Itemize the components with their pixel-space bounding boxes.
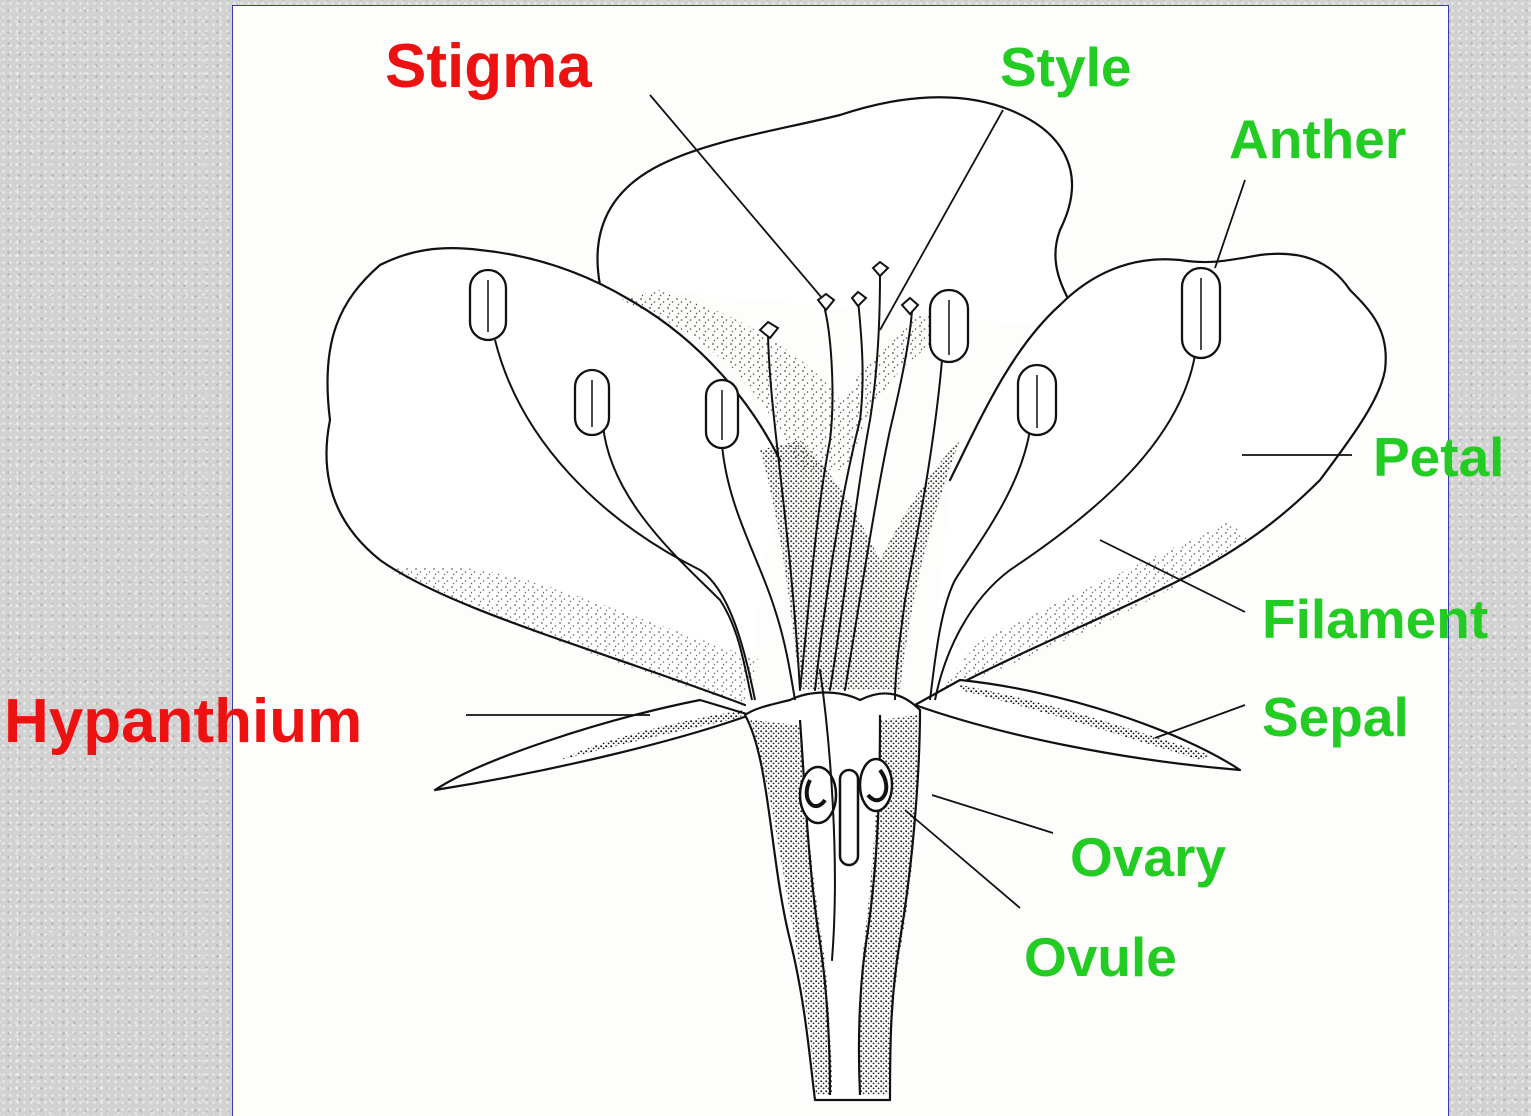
leader-ovary [932, 795, 1053, 833]
label-sepal: Sepal [1262, 690, 1409, 745]
sepal-left [435, 700, 750, 790]
label-petal: Petal [1373, 430, 1504, 485]
label-filament: Filament [1262, 592, 1488, 647]
label-ovary: Ovary [1070, 830, 1226, 885]
label-ovule: Ovule [1024, 930, 1177, 985]
label-style: Style [1000, 40, 1131, 95]
ovule-center [840, 770, 858, 865]
leader-anther [1215, 180, 1245, 268]
leader-ovule [905, 810, 1020, 908]
leader-sepal [1155, 705, 1245, 738]
label-stigma: Stigma [385, 36, 592, 98]
label-hypanthium: Hypanthium [4, 691, 362, 753]
label-anther: Anther [1229, 112, 1406, 167]
